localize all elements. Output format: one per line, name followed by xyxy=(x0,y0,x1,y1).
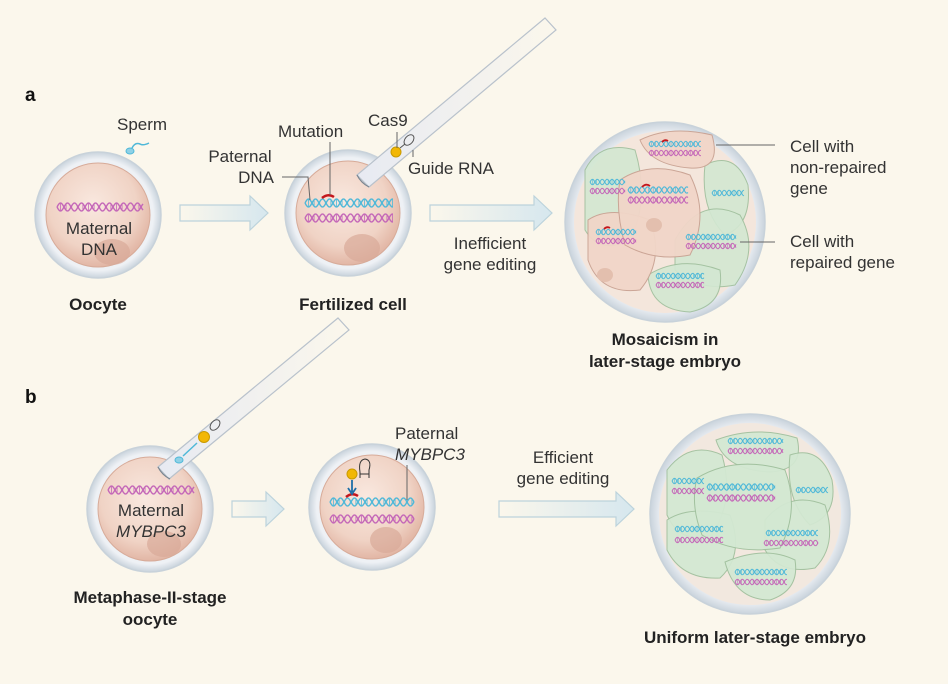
dna-strand xyxy=(595,228,637,236)
sperm-icon xyxy=(182,442,198,457)
cas9-icon xyxy=(390,146,402,158)
guide-rna-icon xyxy=(209,419,221,431)
dna-strand xyxy=(734,568,788,576)
dna-strand xyxy=(589,187,626,195)
dna-strand xyxy=(671,487,705,495)
down-arrow-icon xyxy=(347,480,357,496)
fertilized-cell-caption: Fertilized cell xyxy=(299,295,407,314)
maternal-label: Maternal xyxy=(117,501,185,520)
fertilized-cell xyxy=(284,149,412,277)
dna-strand xyxy=(671,477,705,485)
mosaicism-caption: Mosaicism in later-stage embryo xyxy=(575,329,755,373)
non-repaired-cell-label: Cell with non-repaired gene xyxy=(790,136,886,199)
pipette-a xyxy=(356,17,557,188)
paternal-label-line2: DNA xyxy=(238,168,274,187)
guide-rna-label: Guide RNA xyxy=(408,159,494,178)
paternal-dna-strand xyxy=(329,497,415,507)
mosaicism-caption-line2: later-stage embryo xyxy=(588,352,742,371)
oocyte-b xyxy=(86,445,214,573)
dna-strand xyxy=(727,437,784,445)
arrow-b1 xyxy=(231,490,285,528)
dna-strand xyxy=(711,189,745,197)
dna-label: DNA xyxy=(81,240,117,259)
dna-strand xyxy=(706,483,776,491)
dna-strand xyxy=(763,539,819,547)
dna-strand xyxy=(655,281,705,289)
efficient-line1: Efficient xyxy=(532,448,594,467)
leader-lines-embryo-a xyxy=(716,144,775,243)
metaphase-caption-line2: oocyte xyxy=(122,610,178,629)
panel-b-label: b xyxy=(25,387,37,408)
maternal-dna-strand xyxy=(56,202,144,212)
metaphase-caption-line1: Metaphase-II-stage xyxy=(73,588,227,607)
maternal-dna-strand xyxy=(107,485,195,495)
leader-lines-a xyxy=(282,132,414,201)
paternal-label-line2: MYBPC3 xyxy=(395,445,465,464)
inefficient-line2: gene editing xyxy=(443,255,537,274)
arrow-b2 xyxy=(498,490,635,528)
dna-strand xyxy=(765,529,819,537)
oocyte-caption: Oocyte xyxy=(69,295,127,314)
cas9-label: Cas9 xyxy=(368,111,408,130)
cas9-icon xyxy=(198,431,210,443)
mutation-mark xyxy=(321,194,335,199)
sperm-label: Sperm xyxy=(117,115,168,134)
dna-strand xyxy=(734,578,788,586)
paternal-dna-strand xyxy=(304,198,393,208)
dna-strand xyxy=(706,494,776,502)
pipette-b xyxy=(157,317,350,480)
mosaicism-caption-line1: Mosaicism in xyxy=(611,330,719,349)
efficient-line2: gene editing xyxy=(516,469,610,488)
dna-strand xyxy=(627,186,689,194)
paternal-label-line1: Paternal xyxy=(208,147,272,166)
dna-strand xyxy=(648,140,702,148)
non-repaired-line3: gene xyxy=(790,179,828,198)
efficient-editing-label: Efficient gene editing xyxy=(503,447,623,489)
dna-strand xyxy=(648,149,702,157)
repaired-line2: repaired gene xyxy=(790,253,895,272)
uniform-embryo xyxy=(649,413,851,615)
maternal-label: Maternal xyxy=(65,219,133,238)
oocyte-a-inner-label: Maternal DNA xyxy=(60,218,138,260)
panel-a-label: a xyxy=(25,85,36,106)
metaphase-oocyte-caption: Metaphase-II-stage oocyte xyxy=(50,587,250,631)
arrow-a2 xyxy=(429,194,553,232)
sperm-icon xyxy=(125,142,150,155)
paternal-mybpc3-label: Paternal MYBPC3 xyxy=(395,423,465,465)
dna-strand xyxy=(589,178,626,186)
inefficient-editing-label: Inefficient gene editing xyxy=(430,233,550,275)
maternal-dna-strand xyxy=(304,213,393,223)
mosaic-embryo xyxy=(564,121,766,323)
oocyte-a xyxy=(34,151,162,279)
dna-strand xyxy=(674,525,724,533)
repaired-line1: Cell with xyxy=(790,232,855,251)
cas9-icon xyxy=(346,468,358,480)
dna-strand xyxy=(674,536,724,544)
zygote-b xyxy=(308,443,436,571)
mutation-label: Mutation xyxy=(278,122,344,141)
dna-strand xyxy=(595,237,637,245)
guide-rna-icon xyxy=(403,134,415,146)
non-repaired-line1: Cell with xyxy=(790,137,855,156)
dna-strand xyxy=(727,447,784,455)
dna-strand xyxy=(685,242,737,250)
non-repaired-line2: non-repaired xyxy=(790,158,887,177)
paternal-dna-label: Paternal DNA xyxy=(200,146,280,188)
pink-cell xyxy=(639,130,715,169)
guide-rna-icon xyxy=(359,458,371,478)
paternal-label-line1: Paternal xyxy=(395,424,459,443)
maternal-dna-strand xyxy=(329,514,415,524)
uniform-embryo-caption: Uniform later-stage embryo xyxy=(644,628,866,647)
inefficient-line1: Inefficient xyxy=(453,234,527,253)
mybpc3-label: MYBPC3 xyxy=(116,522,186,541)
dna-strand xyxy=(655,272,705,280)
arrow-a1 xyxy=(179,194,269,232)
oocyte-b-inner-label: Maternal MYBPC3 xyxy=(108,500,194,542)
dna-strand xyxy=(627,196,689,204)
repaired-cell-label: Cell with repaired gene xyxy=(790,231,895,273)
dna-strand xyxy=(685,233,737,241)
dna-strand xyxy=(795,486,829,494)
